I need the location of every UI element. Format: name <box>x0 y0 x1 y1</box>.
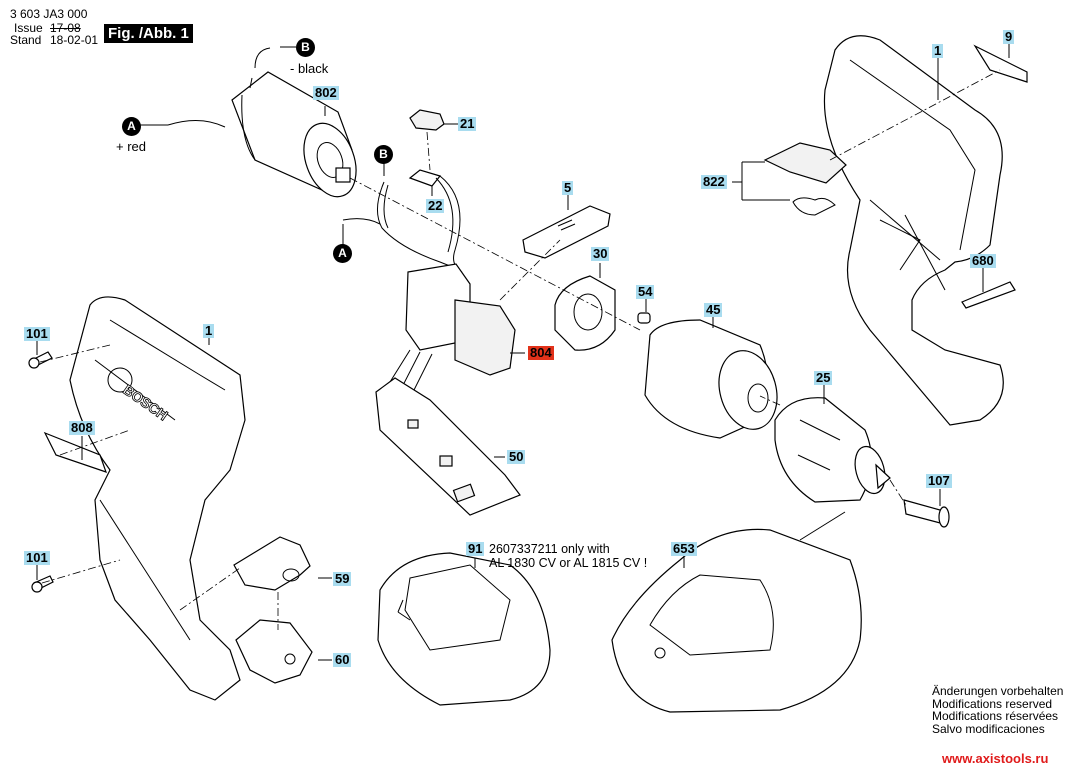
disclaimer-de: Änderungen vorbehalten <box>932 684 1064 698</box>
battery-pack-drawing <box>377 552 551 706</box>
part-label-50[interactable]: 50 <box>507 449 526 464</box>
part-label-680[interactable]: 680 <box>970 253 996 268</box>
disclaimer: Änderungen vorbehalten Modifications res… <box>932 685 1063 735</box>
wire-harness-drawing <box>342 181 461 271</box>
led-board-drawing <box>408 169 463 273</box>
figure-label: Fig. /Abb. 1 <box>104 24 193 43</box>
motor-flange-drawing <box>554 275 616 351</box>
disclaimer-fr: Modifications réservées <box>932 709 1059 723</box>
disclaimer-es: Salvo modificaciones <box>932 721 1045 736</box>
part-label-1-right[interactable]: 1 <box>932 43 944 58</box>
chuck-drawing <box>774 397 891 503</box>
part-label-60[interactable]: 60 <box>333 652 352 667</box>
part-label-30[interactable]: 30 <box>591 246 610 261</box>
disclaimer-en: Modifications reserved <box>932 696 1053 711</box>
part-label-5[interactable]: 5 <box>562 180 574 195</box>
issue-value: 17-08 <box>50 21 81 35</box>
part-label-21[interactable]: 21 <box>458 116 477 131</box>
wire-note-black: - black <box>290 61 329 76</box>
label-strip-drawing <box>973 44 1028 83</box>
wire-marker-a-left: A <box>122 117 141 136</box>
direction-switch-drawing <box>763 142 847 216</box>
part-label-101-bottom[interactable]: 101 <box>24 550 50 565</box>
part-label-91[interactable]: 91 <box>466 541 485 556</box>
part-label-25[interactable]: 25 <box>814 370 833 385</box>
chuck-screw-drawing <box>903 499 950 528</box>
part-label-59[interactable]: 59 <box>333 571 352 586</box>
contact-plate-drawing <box>235 619 313 684</box>
issue-label: Issue <box>14 21 43 35</box>
website-link[interactable]: www.axistools.ru <box>942 751 1049 766</box>
stand-value: 18-02-01 <box>50 33 99 47</box>
part-label-804[interactable]: 804 <box>528 345 554 360</box>
battery-note-line2: AL 1830 CV or AL 1815 CV ! <box>489 556 648 570</box>
part-label-107[interactable]: 107 <box>926 473 952 488</box>
slide-switch-drawing <box>522 205 611 259</box>
part-label-22[interactable]: 22 <box>426 198 445 213</box>
screw-drawing <box>637 312 651 324</box>
motor-drawing <box>167 47 357 198</box>
doc-number: 3 603 JA3 000 <box>10 7 88 21</box>
housing-right-drawing <box>823 35 1004 426</box>
housing-screws-drawing <box>28 351 54 593</box>
part-label-822[interactable]: 822 <box>701 174 727 189</box>
switch-cap-drawing <box>409 109 445 131</box>
part-label-808[interactable]: 808 <box>69 420 95 435</box>
bit-drawing <box>961 281 1016 309</box>
part-label-101-top[interactable]: 101 <box>24 326 50 341</box>
wire-marker-b-mid: B <box>374 145 393 164</box>
housing-left-drawing <box>69 296 246 701</box>
part-label-1-left[interactable]: 1 <box>203 323 215 338</box>
wire-note-red: + red <box>116 139 146 154</box>
contact-cover-drawing <box>233 536 311 591</box>
part-label-45[interactable]: 45 <box>704 302 723 317</box>
charger-drawing <box>611 511 862 713</box>
part-label-54[interactable]: 54 <box>636 284 655 299</box>
electronics-board-drawing <box>375 377 521 516</box>
part-label-653[interactable]: 653 <box>671 541 697 556</box>
wire-marker-b-top: B <box>296 38 315 57</box>
assembly-lines <box>39 69 1001 630</box>
wire-marker-a-mid: A <box>333 244 352 263</box>
battery-note-line1: 2607337211 only with <box>489 542 610 556</box>
stand-label: Stand <box>10 33 42 47</box>
gearbox-drawing <box>644 319 778 439</box>
part-label-9[interactable]: 9 <box>1003 29 1015 44</box>
part-label-802[interactable]: 802 <box>313 85 339 100</box>
